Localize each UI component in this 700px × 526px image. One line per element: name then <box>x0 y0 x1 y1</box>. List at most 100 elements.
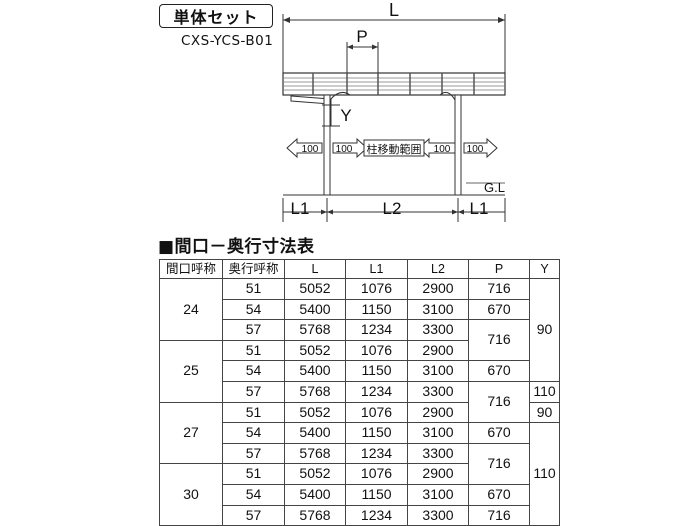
L2-cell: 2900 <box>407 278 469 300</box>
arrow-value-4: 100 <box>467 144 484 155</box>
table-row: 54 5400 1150 3100 670 <box>160 360 560 382</box>
depth-cell: 51 <box>222 339 285 362</box>
set-type-label: 単体セット <box>159 4 273 28</box>
arrow-value-2: 100 <box>336 144 353 155</box>
dimension-table-title: ■間口－奥行寸法表 <box>158 237 315 257</box>
header-frontage: 間口呼称 <box>159 259 223 279</box>
header-L1: L1 <box>345 259 408 279</box>
Y-cell: 90 <box>529 401 560 424</box>
table-header-row: 間口呼称 奥行呼称 L L1 L2 P Y <box>159 259 560 279</box>
L2-cell: 3300 <box>407 319 469 341</box>
table-row: 54 5400 1150 3100 670 <box>160 298 560 321</box>
L1-cell: 1234 <box>345 442 408 465</box>
P-cell: 716 <box>468 442 530 485</box>
L1-cell: 1150 <box>345 483 408 506</box>
header-L2: L2 <box>407 259 469 279</box>
P-cell: 716 <box>468 278 530 300</box>
P-cell: 670 <box>468 483 530 506</box>
L-cell: 5052 <box>284 463 346 485</box>
P-cell: 716 <box>468 380 530 424</box>
carport-dimension-diagram: L P Y L1 L2 L1 G.L 柱移動範囲 100 100 100 100 <box>282 0 506 222</box>
P-cell: 670 <box>468 298 530 321</box>
table-row: 57 5768 1234 3300 716 <box>160 319 560 362</box>
header-depth: 奥行呼称 <box>222 259 285 279</box>
dimension-label-L1-right: L1 <box>470 199 489 218</box>
L2-cell: 3300 <box>407 504 469 526</box>
header-P: P <box>468 259 530 279</box>
dimension-label-L2: L2 <box>383 199 402 218</box>
table-row: 54 5400 1150 3100 670 110 <box>160 422 560 526</box>
L1-cell: 1150 <box>345 298 408 321</box>
L1-cell: 1076 <box>345 401 408 424</box>
P-cell: 670 <box>468 360 530 382</box>
L1-cell: 1150 <box>345 422 408 444</box>
Y-cell: 110 <box>529 422 560 526</box>
L-cell: 5400 <box>284 422 346 444</box>
P-cell: 716 <box>468 504 530 526</box>
P-cell: 716 <box>468 319 530 362</box>
L1-cell: 1234 <box>345 380 408 403</box>
frontage-cell: 24 <box>159 278 223 341</box>
depth-cell: 54 <box>222 298 285 321</box>
table-row: 24 51 5052 1076 2900 716 90 <box>159 278 560 382</box>
L2-cell: 2900 <box>407 401 469 424</box>
depth-cell: 51 <box>222 278 285 300</box>
L-cell: 5768 <box>284 504 346 526</box>
L1-cell: 1076 <box>345 278 408 300</box>
L-cell: 5400 <box>284 483 346 506</box>
table-row: 57 5768 1234 3300 716 <box>160 504 560 526</box>
dimension-table: 間口呼称 奥行呼称 L L1 L2 P Y 24 51 5052 1076 29… <box>159 259 560 526</box>
L-cell: 5768 <box>284 442 346 465</box>
L1-cell: 1150 <box>345 360 408 382</box>
L-cell: 5768 <box>284 319 346 341</box>
L2-cell: 3100 <box>407 360 469 382</box>
depth-cell: 54 <box>222 483 285 506</box>
depth-cell: 57 <box>222 380 285 403</box>
L-cell: 5400 <box>284 360 346 382</box>
table-row: 54 5400 1150 3100 670 <box>160 483 560 506</box>
L-cell: 5052 <box>284 278 346 300</box>
dimension-label-L1-left: L1 <box>291 199 310 218</box>
L1-cell: 1234 <box>345 504 408 526</box>
L-cell: 5052 <box>284 339 346 362</box>
arrow-value-1: 100 <box>302 144 319 155</box>
L2-cell: 3300 <box>407 442 469 465</box>
dimension-label-L: L <box>389 0 399 20</box>
L2-cell: 3300 <box>407 380 469 403</box>
frontage-cell: 30 <box>159 463 223 526</box>
L2-cell: 3100 <box>407 483 469 506</box>
L-cell: 5052 <box>284 401 346 424</box>
ground-line-label: G.L <box>484 180 505 195</box>
L1-cell: 1234 <box>345 319 408 341</box>
L1-cell: 1076 <box>345 463 408 485</box>
L2-cell: 3100 <box>407 422 469 444</box>
table-row: 27 51 5052 1076 2900 90 <box>159 401 560 465</box>
L2-cell: 2900 <box>407 463 469 485</box>
Y-cell: 90 <box>529 278 560 382</box>
L2-cell: 3100 <box>407 298 469 321</box>
frontage-cell: 27 <box>159 401 223 465</box>
depth-cell: 51 <box>222 401 285 424</box>
depth-cell: 54 <box>222 360 285 382</box>
dimension-label-Y: Y <box>340 106 351 125</box>
depth-cell: 57 <box>222 504 285 526</box>
L2-cell: 2900 <box>407 339 469 362</box>
depth-cell: 57 <box>222 319 285 341</box>
arrow-value-3: 100 <box>434 144 451 155</box>
L1-cell: 1076 <box>345 339 408 362</box>
table-row: 57 5768 1234 3300 716 <box>160 442 560 485</box>
header-Y: Y <box>529 259 560 279</box>
L-cell: 5400 <box>284 298 346 321</box>
dimension-label-P: P <box>356 27 367 46</box>
depth-cell: 57 <box>222 442 285 465</box>
table-row: 25 51 5052 1076 2900 <box>159 339 560 403</box>
depth-cell: 51 <box>222 463 285 485</box>
L-cell: 5768 <box>284 380 346 403</box>
depth-cell: 54 <box>222 422 285 444</box>
frontage-cell: 25 <box>159 339 223 403</box>
post-movement-range-label: 柱移動範囲 <box>367 142 422 156</box>
Y-cell: 110 <box>529 380 560 403</box>
header-L: L <box>284 259 346 279</box>
product-code: CXS-YCS-B01 <box>181 33 274 49</box>
table-row: 57 5768 1234 3300 716 110 <box>160 380 560 424</box>
